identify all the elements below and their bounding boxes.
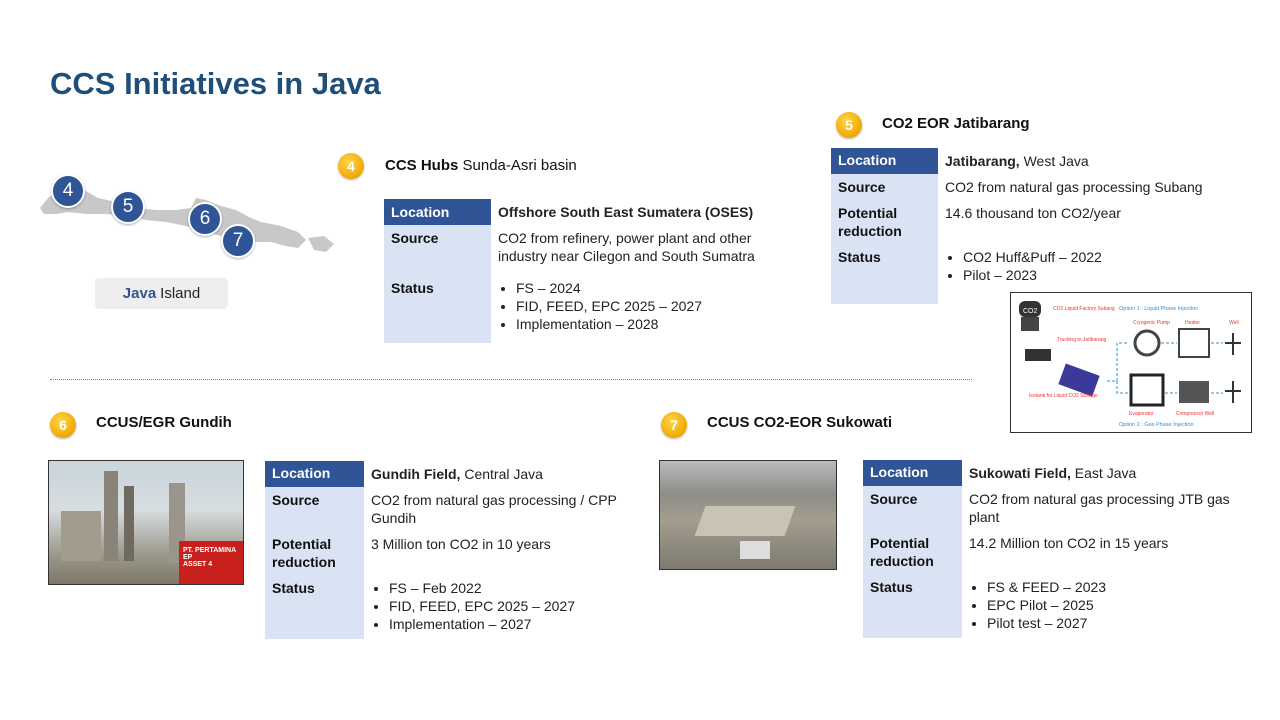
source-value: CO2 from refinery, power plant and other… (498, 230, 755, 264)
location-value: Offshore South East Sumatera (OSES) (498, 204, 754, 220)
potential-value: 3 Million ton CO2 in 10 years (371, 536, 551, 552)
svg-text:Well: Well (1229, 320, 1239, 326)
source-value: CO2 from natural gas processing / CPP Gu… (371, 492, 617, 526)
potential-value: 14.6 thousand ton CO2/year (945, 205, 1121, 221)
svg-text:Compressor Well: Compressor Well (1176, 411, 1214, 417)
svg-text:Heater: Heater (1185, 320, 1200, 326)
source-label: Source (863, 486, 962, 530)
section-title-gundih: CCUS/EGR Gundih (96, 414, 232, 431)
svg-text:Option 1 : Liquid Phase Inject: Option 1 : Liquid Phase Injection (1119, 306, 1198, 312)
sukowati-table: Location Sukowati Field, East Java Source… (863, 460, 1241, 638)
label-rest: Island (160, 285, 201, 302)
location-value: Gundih Field, Central Java (371, 466, 543, 482)
co2-injection-diagram: CO2 CO2 Liquid Factory Subang Trucking t… (1010, 292, 1252, 433)
location-label: Location (863, 460, 962, 486)
section-title-jatibarang: CO2 EOR Jatibarang (882, 115, 1030, 132)
gundih-table: Location Gundih Field, Central Java Sourc… (265, 461, 641, 639)
potential-value: 14.2 Million ton CO2 in 15 years (969, 535, 1169, 551)
status-list: FS & FEED – 2023EPC Pilot – 2025Pilot te… (962, 574, 1241, 638)
svg-text:Trucking to Jatibarang: Trucking to Jatibarang (1057, 337, 1107, 343)
label-bold: Java (122, 285, 157, 302)
map-pin-6[interactable]: 6 (188, 202, 222, 236)
photo-sign-text: PT. PERTAMINA EP (183, 547, 236, 561)
svg-text:CO2 Liquid Factory Subang: CO2 Liquid Factory Subang (1053, 306, 1115, 312)
ccs-hubs-table: Location Offshore South East Sumatera (OS… (384, 199, 768, 343)
location-label: Location (265, 461, 364, 487)
section-divider (50, 379, 972, 380)
svg-text:Isotank for Liquid CO2 Storage: Isotank for Liquid CO2 Storage (1029, 393, 1098, 399)
location-value: Sukowati Field, East Java (969, 465, 1137, 481)
section-title-ccs-hubs: CCS Hubs Sunda-Asri basin (385, 157, 577, 174)
svg-text:CO2: CO2 (1023, 308, 1038, 315)
status-label: Status (831, 244, 938, 304)
source-value: CO2 from natural gas processing JTB gas … (969, 491, 1230, 525)
status-label: Status (265, 575, 364, 639)
potential-label: Potential reduction (265, 531, 364, 575)
badge-7: 7 (661, 412, 687, 438)
svg-text:Option 2 : Gas Phase Injection: Option 2 : Gas Phase Injection (1119, 422, 1194, 428)
potential-label: Potential reduction (863, 530, 962, 574)
source-label: Source (265, 487, 364, 531)
badge-5: 5 (836, 112, 862, 138)
location-label: Location (384, 199, 491, 225)
source-value: CO2 from natural gas processing Subang (945, 179, 1203, 195)
status-list: FS – 2024FID, FEED, EPC 2025 – 2027Imple… (491, 275, 768, 343)
status-list: CO2 Huff&Puff – 2022Pilot – 2023 (938, 244, 1231, 304)
page-title: CCS Initiatives in Java (50, 66, 381, 101)
status-list: FS – Feb 2022FID, FEED, EPC 2025 – 2027I… (364, 575, 641, 639)
potential-label: Potential reduction (831, 200, 938, 244)
sukowati-aerial-photo (659, 460, 837, 570)
map-pin-4[interactable]: 4 (51, 174, 85, 208)
svg-text:Evaporator: Evaporator (1129, 411, 1154, 417)
source-label: Source (831, 174, 938, 200)
location-label: Location (831, 148, 938, 174)
section-title-sukowati: CCUS CO2-EOR Sukowati (707, 414, 893, 431)
badge-4: 4 (338, 153, 364, 179)
status-label: Status (384, 275, 491, 343)
photo-sign-text2: ASSET 4 (183, 561, 213, 568)
svg-text:Cryogenic Pump: Cryogenic Pump (1133, 320, 1170, 326)
status-label: Status (863, 574, 962, 638)
source-label: Source (384, 225, 491, 275)
location-value: Jatibarang, West Java (945, 153, 1089, 169)
map-pin-5[interactable]: 5 (111, 190, 145, 224)
map-pin-7[interactable]: 7 (221, 224, 255, 258)
badge-6: 6 (50, 412, 76, 438)
